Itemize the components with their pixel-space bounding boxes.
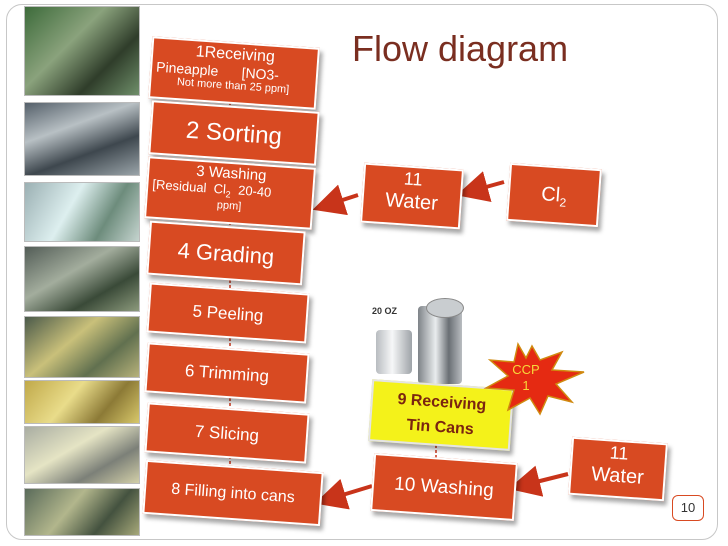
water-bottom-line2: Water — [590, 463, 645, 489]
step-10-label: 10 Washing — [393, 473, 495, 502]
arrow-cl2-to-water — [456, 171, 505, 203]
horizontal-arrows — [312, 171, 569, 510]
photo-peeling — [24, 316, 140, 378]
can-label: 20 OZ — [372, 306, 398, 316]
ccp-star — [483, 341, 585, 416]
photo-sorting-machine — [24, 102, 140, 176]
page-number: 10 — [672, 495, 704, 521]
step-10-washing: 10 Washing — [370, 453, 518, 521]
ccp-line2: 1 — [522, 378, 530, 393]
can-large — [418, 306, 462, 384]
water-box-bottom: 11 Water — [568, 436, 668, 502]
arrow-water-to-washing10 — [508, 465, 569, 497]
photo-grading — [24, 246, 140, 312]
photo-filling — [24, 488, 140, 536]
tin-cans-image: 20 OZ — [366, 298, 470, 386]
arrow-water-to-washing — [312, 184, 359, 216]
photo-washing — [24, 182, 140, 242]
can-small — [376, 330, 412, 374]
slide-title: Flow diagram — [352, 28, 569, 69]
photo-trimming — [24, 380, 140, 424]
photo-strip — [24, 6, 142, 536]
ccp-badge: CCP 1 — [496, 362, 556, 394]
photo-workers — [24, 6, 140, 96]
arrow-washing10-to-filling — [314, 478, 373, 510]
can-lid — [426, 298, 464, 318]
photo-slicing — [24, 426, 140, 484]
slide-frame — [6, 4, 718, 540]
ccp-line1: CCP — [512, 362, 540, 377]
